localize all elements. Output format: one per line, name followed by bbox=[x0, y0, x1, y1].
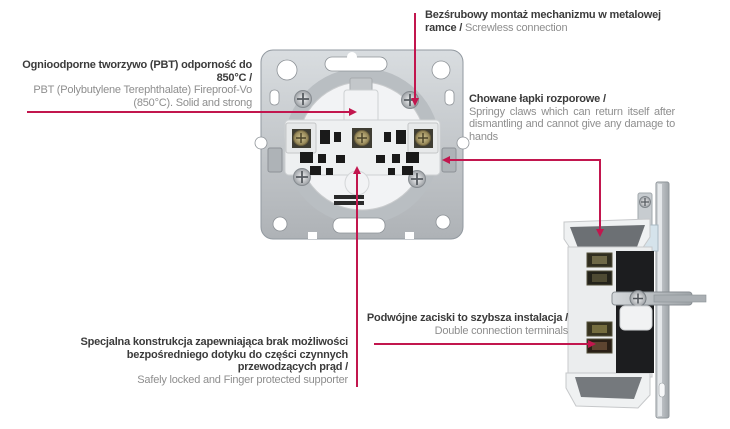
callout-fireproof: Ognioodporne tworzywo (PBT) odporność do… bbox=[22, 59, 252, 109]
front-view-photo bbox=[254, 49, 470, 240]
expansion-claw-arm bbox=[611, 290, 707, 331]
callout-terminals-label-pl: Podwójne zaciski to szybsza instalacja / bbox=[366, 312, 568, 324]
arrow-down-icon bbox=[411, 98, 419, 106]
callout-terminals-label-en: Double connection terminals bbox=[434, 324, 569, 337]
arrow-right-icon bbox=[349, 108, 357, 116]
side-view-photo bbox=[563, 181, 707, 419]
callout-fireproof-label-pl: Ognioodporne tworzywo (PBT) odporność do… bbox=[22, 59, 252, 84]
socket-mechanism-rear bbox=[284, 77, 441, 211]
leader-terminals-line bbox=[374, 343, 588, 345]
callout-protected-label-pl: Specjalna konstrukcja zapewniająca brak … bbox=[80, 336, 348, 374]
callout-screwless-label-pl: Bezśrubowy montaż mechanizmu w metalowej… bbox=[425, 9, 661, 34]
arrow-down-icon bbox=[596, 229, 604, 237]
callout-claws-label-pl: Chowane łapki rozporowe / bbox=[469, 93, 606, 105]
expansion-claw-left bbox=[267, 147, 283, 173]
callout-fireproof-label-en: PBT (Polybutylene Terephthalate) Firepro… bbox=[33, 84, 252, 109]
callout-protected: Specjalna konstrukcja zapewniająca brak … bbox=[62, 336, 348, 386]
leader-protected-line bbox=[356, 174, 358, 387]
arrow-up-icon bbox=[353, 166, 361, 174]
leader-claws-line-horizontal bbox=[450, 159, 601, 161]
leader-fireproof-line bbox=[27, 111, 349, 113]
callout-claws: Chowane łapki rozporowe / Springy claws … bbox=[469, 93, 675, 143]
callout-screwless: Bezśrubowy montaż mechanizmu w metalowej… bbox=[425, 9, 673, 34]
arrow-left-icon bbox=[442, 156, 450, 164]
arrow-right-icon bbox=[588, 340, 596, 348]
callout-terminals: Podwójne zaciski to szybsza instalacja /… bbox=[338, 312, 568, 337]
callout-protected-label-en: Safely locked and Finger protected suppo… bbox=[137, 373, 348, 386]
leader-screwless-line bbox=[414, 13, 416, 98]
callout-claws-label-en: Springy claws which can return itself af… bbox=[469, 105, 675, 143]
leader-claws-line-vertical bbox=[599, 159, 601, 229]
callout-screwless-label-en: Screwless connection bbox=[465, 21, 568, 34]
